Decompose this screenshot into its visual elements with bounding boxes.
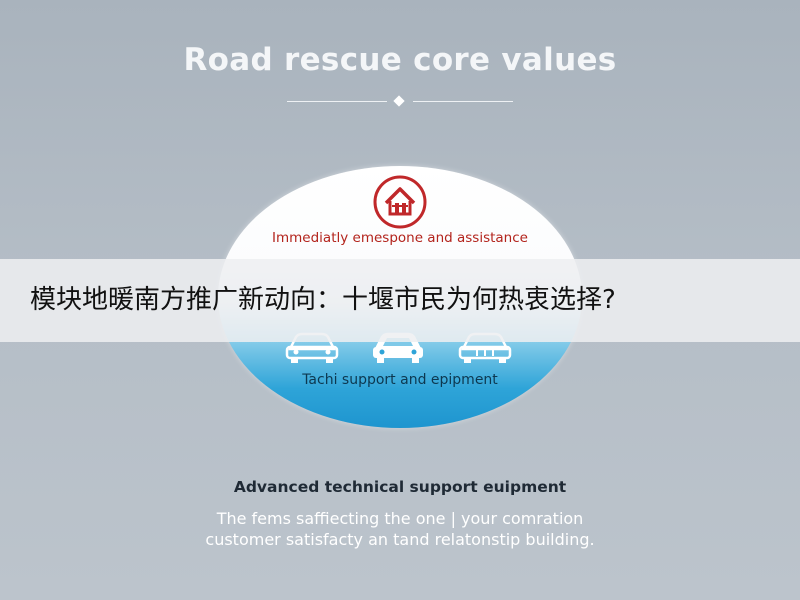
description-line-2: customer satisfacty an tand relatonstip … <box>205 530 595 549</box>
circle-caption-support: Tachi support and epipment <box>302 372 498 388</box>
divider-line-left <box>287 101 387 102</box>
diamond-ornament-icon <box>393 95 405 107</box>
description-line-1: The fems saffiecting the one | your comr… <box>216 509 584 528</box>
headline-banner: 模块地暖南方推广新动向：十堰市民为何热衷选择? <box>0 259 800 342</box>
circle-caption-response: Immediatly emespone and assistance <box>272 230 528 246</box>
section-heading: Advanced technical support euipment <box>233 478 567 496</box>
title-divider <box>287 95 513 109</box>
house-emblem-icon <box>373 175 427 229</box>
page-title: Road rescue core values <box>183 42 617 78</box>
banner-headline: 模块地暖南方推广新动向：十堰市民为何热衷选择? <box>30 285 616 315</box>
divider-line-right <box>413 101 513 102</box>
